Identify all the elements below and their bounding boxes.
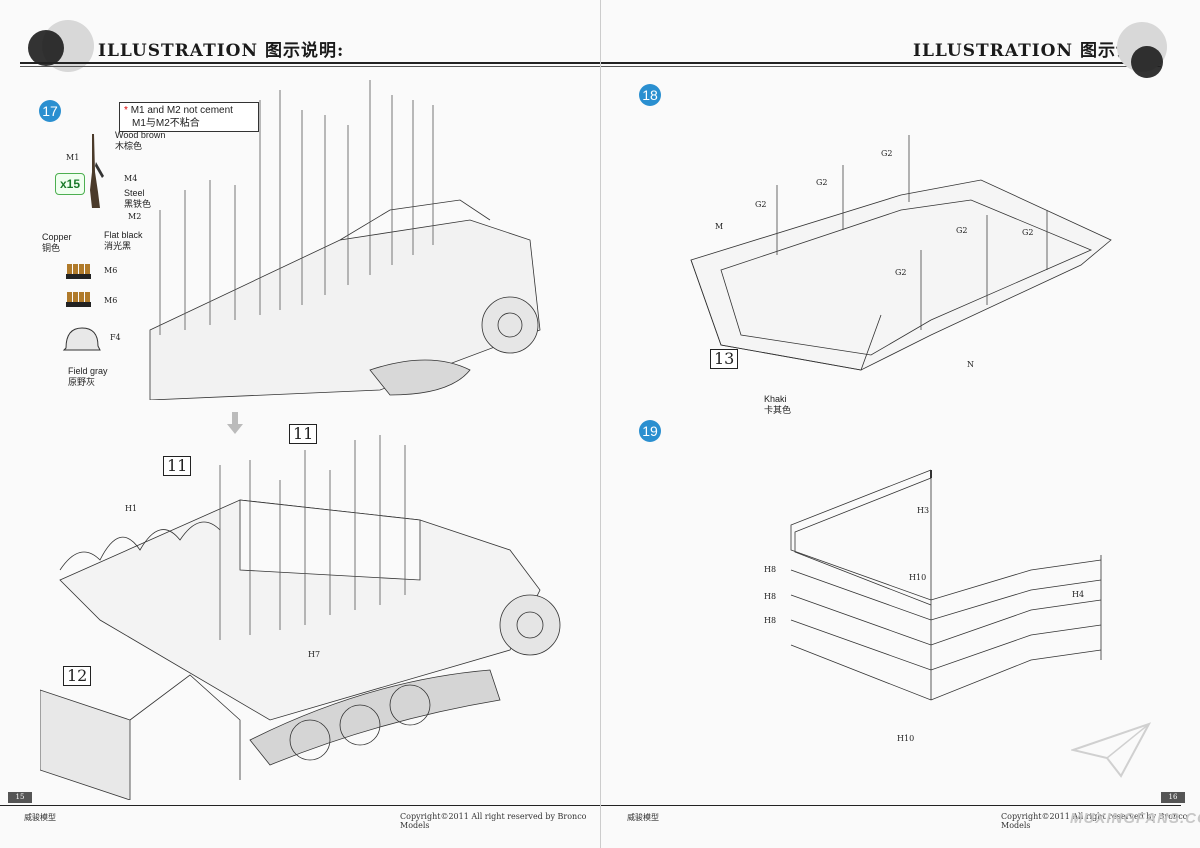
part-h4-label: H4 bbox=[1072, 590, 1085, 599]
halftrack-drawing-upper bbox=[149, 80, 541, 400]
left-header-rule bbox=[20, 62, 600, 64]
part-m2-label: M2 bbox=[128, 212, 142, 221]
part-f4-label: F4 bbox=[110, 333, 121, 342]
cement-note-line1: * M1 and M2 not cement bbox=[124, 105, 233, 116]
part-h3-label: H3 bbox=[917, 506, 930, 515]
left-page: ILLUSTRATION 图示说明: 17 * M1 and M2 not ce… bbox=[0, 0, 601, 848]
watermark-text: MUXINGFANS.COM bbox=[1070, 810, 1200, 827]
part-g2b-label: G2 bbox=[816, 178, 828, 187]
part-h10a-label: H10 bbox=[909, 573, 927, 582]
callout-11-upper: 11 bbox=[289, 424, 318, 444]
page-number-16: 16 bbox=[1161, 792, 1185, 803]
header-circle-dark-right bbox=[1131, 46, 1163, 78]
right-header-title: ILLUSTRATION 图示说明: bbox=[913, 41, 1160, 61]
part-g2c-label: G2 bbox=[755, 200, 767, 209]
part-h8c-label: H8 bbox=[764, 616, 777, 625]
part-h7-label: H7 bbox=[308, 650, 321, 659]
paper-plane-logo-icon bbox=[1071, 722, 1151, 778]
note-star: * bbox=[124, 105, 128, 116]
part-g2a-label: G2 bbox=[881, 149, 893, 158]
down-arrow-icon bbox=[227, 412, 243, 434]
callout-12: 12 bbox=[63, 666, 92, 686]
right-footer-rule bbox=[601, 805, 1181, 806]
step-19-badge: 19 bbox=[639, 420, 661, 442]
part-g2e-label: G2 bbox=[1022, 228, 1034, 237]
halftrack-drawing-lower bbox=[40, 435, 561, 800]
right-header-rule bbox=[601, 62, 1161, 64]
cement-note-line2: M1与M2不粘合 bbox=[132, 118, 200, 129]
cargo-floor-drawing bbox=[690, 135, 1112, 371]
part-m-label: M bbox=[715, 222, 724, 231]
part-h8b-label: H8 bbox=[764, 592, 777, 601]
left-header-title: ILLUSTRATION 图示说明: bbox=[98, 41, 345, 61]
helmet-icon bbox=[62, 327, 101, 351]
step-17-badge: 17 bbox=[39, 100, 61, 122]
quantity-badge: x15 bbox=[55, 173, 85, 195]
callout-13: 13 bbox=[710, 349, 739, 369]
rifle-icon bbox=[90, 134, 104, 208]
step-18-badge: 18 bbox=[639, 84, 661, 106]
right-footer-brand: 威骏模型 bbox=[627, 813, 659, 822]
part-g2d-label: G2 bbox=[956, 226, 968, 235]
part-m4-label: M4 bbox=[124, 174, 138, 183]
page-number-15: 15 bbox=[8, 792, 32, 803]
ammo-clip-icon bbox=[66, 264, 91, 279]
part-h10b-label: H10 bbox=[897, 734, 915, 743]
right-header-rule-thin bbox=[601, 66, 1161, 67]
part-h1-label: H1 bbox=[125, 504, 138, 513]
part-g2f-label: G2 bbox=[895, 268, 907, 277]
part-m1-label: M1 bbox=[66, 153, 80, 162]
cement-note: * M1 and M2 not cement M1与M2不粘合 bbox=[119, 102, 259, 132]
part-h8a-label: H8 bbox=[764, 565, 777, 574]
left-footer-brand: 威骏模型 bbox=[24, 813, 56, 822]
part-n-label: N bbox=[967, 360, 974, 369]
right-footer-copyright: Copyright©2011 All right reserved by Bro… bbox=[1001, 812, 1188, 830]
ammo-clip-icon-2 bbox=[66, 292, 91, 307]
part-m6b-label: M6 bbox=[104, 296, 118, 305]
left-footer-copyright: Copyright©2011 All right reserved by Bro… bbox=[400, 812, 587, 830]
header-circle-dark bbox=[28, 30, 64, 66]
left-footer-rule bbox=[0, 805, 600, 806]
part-m6a-label: M6 bbox=[104, 266, 118, 275]
rack-frame-drawing bbox=[790, 469, 1102, 701]
left-header-rule-thin bbox=[20, 66, 600, 67]
callout-11-lower: 11 bbox=[163, 456, 192, 476]
right-page: ILLUSTRATION 图示说明: 18 G2 G2 G2 G2 G2 G2 … bbox=[601, 0, 1200, 848]
